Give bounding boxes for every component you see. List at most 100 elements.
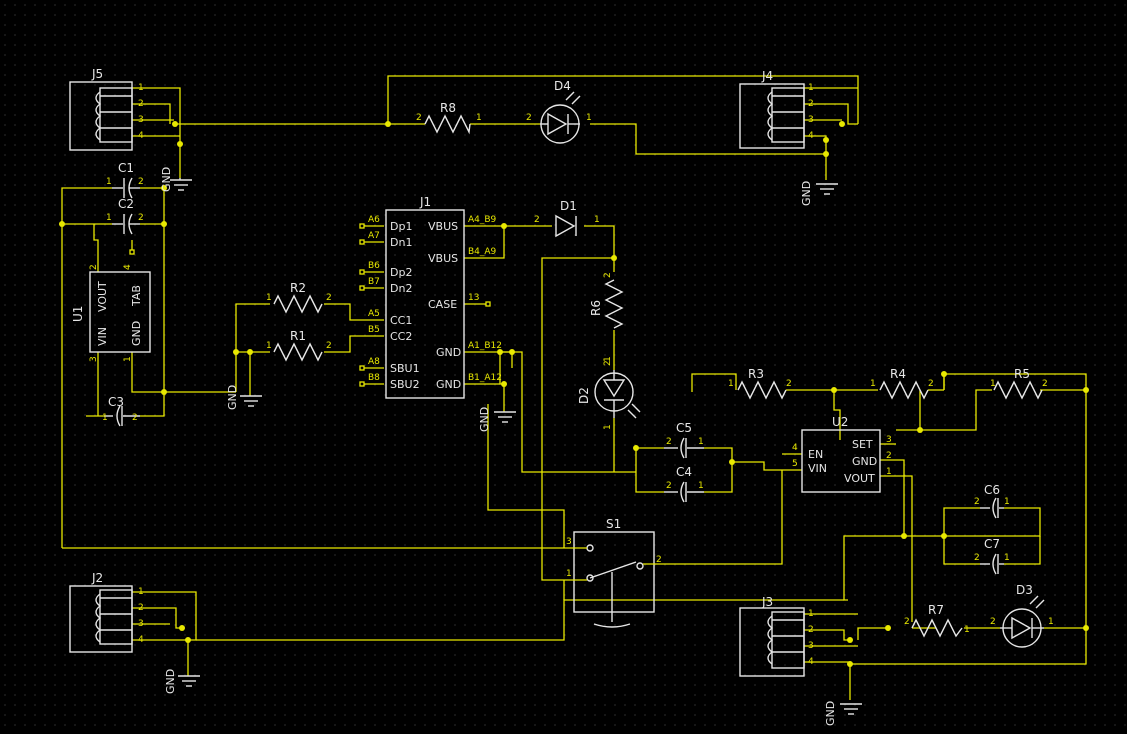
svg-text:1: 1 [990,379,996,389]
resistor-r4[interactable]: R4 1 2 [870,367,934,400]
capacitor-c4[interactable]: C4 2 1 [664,465,704,503]
regulator-u1[interactable]: VOUT TAB VIN GND U1 2 4 3 1 [71,249,151,362]
svg-text:1: 1 [123,356,133,362]
svg-text:1: 1 [1048,617,1054,627]
svg-text:1: 1 [594,215,600,225]
svg-text:C1: C1 [118,161,134,175]
svg-text:1: 1 [886,467,892,477]
svg-text:GND: GND [824,701,837,726]
svg-text:2: 2 [656,555,662,565]
svg-text:C6: C6 [984,483,1000,497]
resistor-r3[interactable]: R3 1 2 [728,367,792,400]
svg-text:13: 13 [468,293,479,303]
capacitor-c6[interactable]: C6 2 1 [974,483,1010,519]
connector-j2[interactable]: J2 1 2 3 4 [69,571,144,653]
svg-text:C3: C3 [108,395,124,409]
svg-text:R2: R2 [290,281,306,295]
led-d2[interactable]: D2 2 1 [577,360,641,430]
svg-text:4: 4 [792,443,798,453]
svg-text:B5: B5 [368,325,380,335]
svg-text:2: 2 [138,213,144,223]
svg-text:2: 2 [808,625,814,635]
svg-text:2: 2 [526,113,532,123]
svg-text:A1_B12: A1_B12 [468,341,502,351]
resistor-r2[interactable]: R2 1 2 [266,281,332,314]
svg-text:2: 2 [603,272,613,278]
resistor-r7[interactable]: R7 2 1 [904,603,970,638]
svg-text:2: 2 [138,603,144,613]
capacitor-c7[interactable]: C7 2 1 [974,537,1010,575]
svg-text:3: 3 [808,641,814,651]
svg-text:R5: R5 [1014,367,1030,381]
svg-text:J4: J4 [761,69,773,83]
svg-text:4: 4 [123,264,133,270]
resistor-r6[interactable]: R6 2 1 [589,272,624,362]
svg-text:1: 1 [603,424,613,430]
gnd-symbol-j1[interactable]: GND [478,407,516,432]
svg-text:2: 2 [534,215,540,225]
svg-text:2: 2 [132,413,138,423]
svg-text:D4: D4 [554,79,571,93]
svg-text:C5: C5 [676,421,692,435]
gnd-symbol-j5[interactable]: GND [160,167,192,192]
connector-j5[interactable]: J5 1 2 3 4 [69,67,144,151]
gnd-symbol-j3[interactable]: GND [824,701,862,726]
svg-text:2: 2 [89,264,99,270]
svg-text:U1: U1 [71,306,85,322]
svg-text:1: 1 [266,341,272,351]
gnd-symbol-j2[interactable]: GND [164,669,200,694]
svg-text:C2: C2 [118,197,134,211]
diode-d1[interactable]: D1 2 1 [534,199,600,238]
switch-s1[interactable]: S1 3 1 2 [564,517,662,628]
svg-text:EN: EN [808,448,823,461]
svg-text:2: 2 [990,617,996,627]
resistor-r8[interactable]: R8 2 1 [416,101,482,135]
svg-text:VIN: VIN [808,462,827,475]
led-d3[interactable]: D3 2 1 [990,583,1054,648]
svg-text:Dp2: Dp2 [390,266,412,279]
capacitor-c2[interactable]: C2 1 2 [106,197,144,235]
svg-text:1: 1 [586,113,592,123]
svg-text:A7: A7 [368,231,380,241]
svg-text:1: 1 [698,481,704,491]
svg-text:GND: GND [436,346,461,359]
svg-text:1: 1 [728,379,734,389]
svg-text:D3: D3 [1016,583,1033,597]
svg-text:SBU1: SBU1 [390,362,420,375]
svg-text:4: 4 [808,131,814,141]
usb-connector-j1[interactable]: J1 Dp1 Dn1 Dp2 Dn2 CC1 CC2 SBU1 SBU2 VBU… [359,195,502,399]
svg-text:2: 2 [326,341,332,351]
svg-text:VIN: VIN [96,327,109,346]
led-d4[interactable]: D4 2 1 [526,79,592,144]
svg-text:3: 3 [89,356,99,362]
svg-text:CC1: CC1 [390,314,412,327]
svg-text:S1: S1 [606,517,621,531]
svg-text:2: 2 [974,553,980,563]
svg-text:VBUS: VBUS [428,252,458,265]
ic-u2[interactable]: U2 EN VIN SET GND VOUT 4 5 3 2 1 [792,415,892,493]
resistor-r5[interactable]: R5 1 2 [990,367,1048,400]
svg-text:D2: D2 [577,387,591,404]
svg-text:1: 1 [1004,553,1010,563]
capacitor-c3[interactable]: C3 1 2 [102,395,140,427]
svg-text:1: 1 [106,177,112,187]
svg-text:CASE: CASE [428,298,457,311]
svg-text:2: 2 [1042,379,1048,389]
svg-text:D1: D1 [560,199,577,213]
svg-text:3: 3 [808,115,814,125]
svg-text:2: 2 [138,99,144,109]
svg-text:B6: B6 [368,261,380,271]
svg-text:J2: J2 [91,571,103,585]
capacitor-c5[interactable]: C5 2 1 [664,421,704,459]
resistor-r1[interactable]: R1 1 2 [266,329,332,362]
gnd-symbol-j4[interactable]: GND [800,181,838,206]
svg-text:2: 2 [974,497,980,507]
connector-j3[interactable]: J3 1 2 3 4 [739,595,814,677]
svg-text:GND: GND [160,167,173,192]
connector-j4[interactable]: J4 1 2 3 4 [739,69,814,149]
svg-text:2: 2 [666,481,672,491]
svg-text:1: 1 [603,356,613,362]
capacitor-c1[interactable]: C1 1 2 [106,161,144,199]
gnd-symbol-r1[interactable]: GND [226,385,262,410]
